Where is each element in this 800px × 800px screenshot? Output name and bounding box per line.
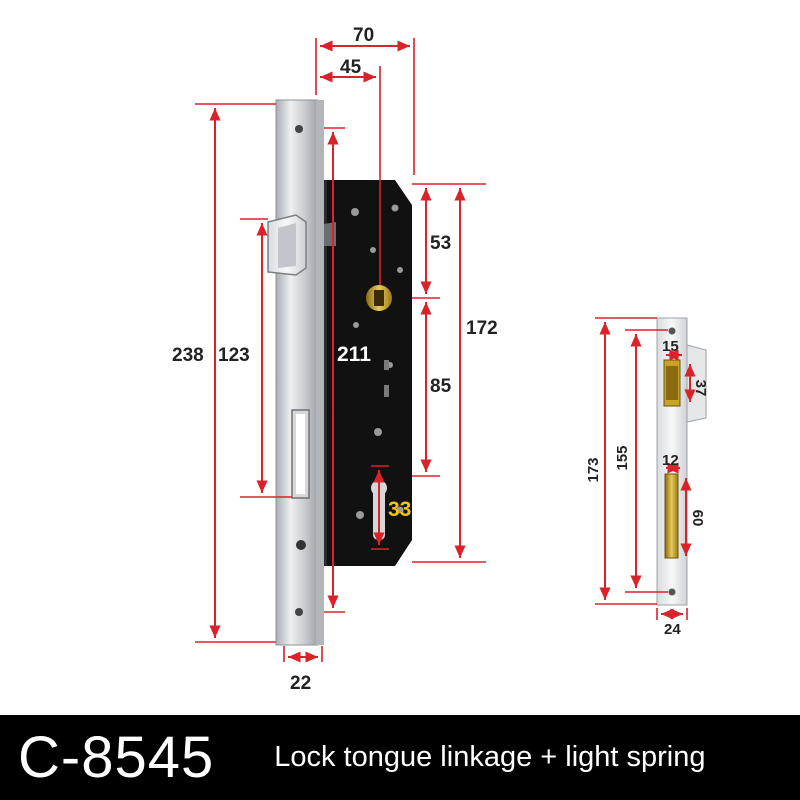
dim-bolt-slot-height: 60 bbox=[689, 510, 706, 527]
dim-backset: 45 bbox=[340, 57, 362, 78]
dim-cylinder-size: 33 bbox=[388, 498, 411, 521]
dim-faceplate-length: 211 bbox=[337, 343, 371, 366]
faceplate bbox=[275, 99, 324, 646]
dim-strike-plate-width: 24 bbox=[664, 621, 681, 638]
lock-body bbox=[267, 99, 412, 646]
feature-description: Lock tongue linkage + light spring bbox=[274, 741, 706, 773]
strike-plate-dimension-lines bbox=[595, 317, 696, 620]
dim-faceplate-width: 22 bbox=[290, 673, 311, 694]
dim-top-to-spindle: 53 bbox=[430, 233, 451, 254]
dim-spindle-to-cylinder: 85 bbox=[430, 376, 452, 397]
dim-latch-slot-width: 15 bbox=[662, 338, 679, 355]
caption-bar: C-8545 Lock tongue linkage + light sprin… bbox=[0, 715, 800, 800]
lock-body-dimension-lines bbox=[195, 38, 486, 663]
dim-overall-width: 70 bbox=[353, 25, 374, 46]
latch-tongue bbox=[267, 214, 307, 276]
dim-strike-hole-spacing: 155 bbox=[614, 445, 631, 470]
dim-latch-to-keyhole: 123 bbox=[218, 345, 250, 366]
model-code: C-8545 bbox=[18, 725, 215, 790]
dim-bolt-slot-width: 12 bbox=[662, 452, 679, 469]
dim-case-height: 172 bbox=[466, 318, 498, 339]
spindle-hub bbox=[366, 285, 392, 311]
dim-latch-slot-height: 37 bbox=[692, 380, 709, 397]
dim-total-length: 238 bbox=[172, 345, 204, 366]
dim-strike-total-length: 173 bbox=[585, 457, 602, 482]
lock-case bbox=[318, 180, 412, 566]
lock-diagram: 238 123 211 70 45 172 53 85 33 22 bbox=[172, 25, 709, 694]
